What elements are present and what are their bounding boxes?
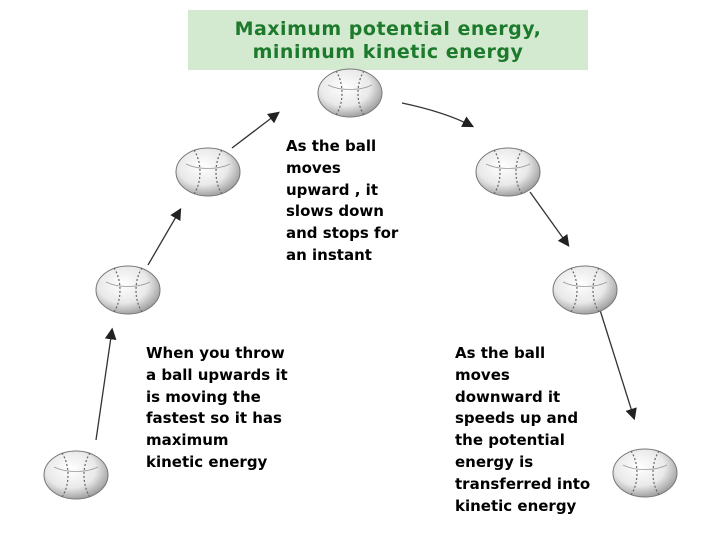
caption-throw-upward: When you throw a ball upwards it is movi… — [146, 344, 288, 471]
baseball-icon — [475, 147, 541, 197]
arrow-down-2 — [529, 191, 570, 247]
baseball-icon — [175, 147, 241, 197]
baseball-icon — [552, 265, 618, 315]
caption-downward-speeding: As the ball moves downward it speeds up … — [455, 344, 591, 515]
title-line-1: Maximum potential energy, — [234, 18, 542, 40]
arrow-down-3 — [599, 309, 637, 421]
title-line-2: minimum kinetic energy — [252, 41, 524, 63]
caption-upward-slowing: As the ball moves upward , it slows down… — [286, 137, 399, 264]
baseball-icon — [95, 265, 161, 315]
baseball-icon — [43, 450, 109, 500]
baseball-icon — [317, 68, 383, 118]
arrow-down-1 — [401, 102, 475, 128]
arrow-up-1 — [95, 327, 117, 441]
arrow-up-3 — [231, 111, 280, 149]
baseball-icon — [612, 448, 678, 498]
title-banner — [188, 10, 588, 70]
arrow-up-2 — [147, 207, 182, 266]
